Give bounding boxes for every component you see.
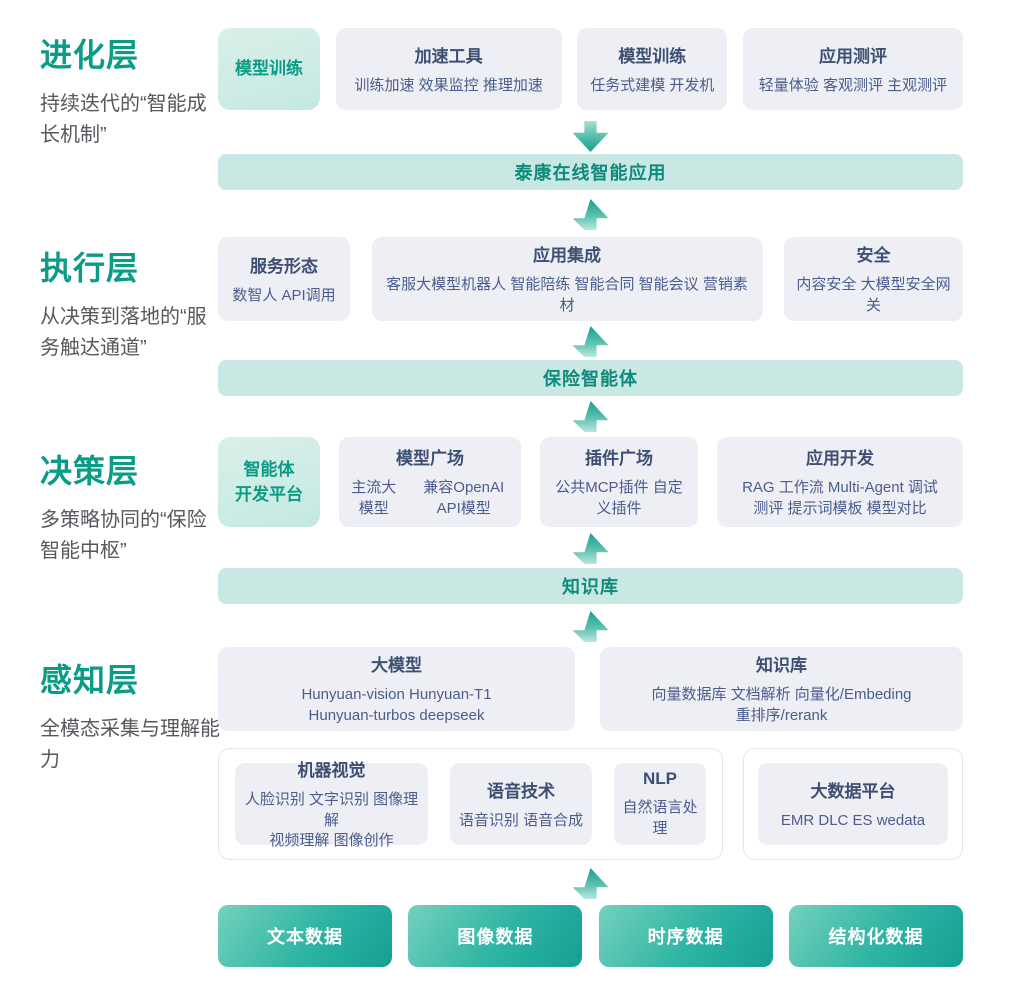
card-title: 大模型 — [371, 656, 422, 676]
card-items-line2: 测评 提示词模板 模型对比 — [753, 500, 927, 517]
card-app-integration: 应用集成 客服大模型机器人 智能陪练 智能合同 智能会议 营销素材 — [371, 237, 763, 321]
node-text-data: 文本数据 — [218, 905, 392, 967]
card-security: 安全 内容安全 大模型安全网关 — [784, 237, 963, 321]
node-image-data: 图像数据 — [408, 905, 583, 967]
card-items: 自然语言处理 — [622, 798, 698, 837]
diagram-flow: 模型训练 加速工具 训练加速 效果监控 推理加速 模型训练 任务式建模 开发机 … — [218, 0, 963, 967]
data-source-row: 文本数据 图像数据 时序数据 结构化数据 — [218, 905, 963, 967]
card-title: 服务形态 — [250, 256, 318, 276]
card-items: 客服大模型机器人 智能陪练 智能合同 智能会议 营销素材 — [386, 276, 748, 314]
card-items-line1: 向量数据库 文档解析 向量化/Embeding — [651, 686, 912, 704]
bar-insurance-agent: 保险智能体 — [218, 360, 963, 396]
card-title: 大数据平台 — [810, 781, 896, 801]
card-items: 内容安全 大模型安全网关 — [796, 276, 951, 314]
card-app-evaluation: 应用测评 轻量体验 客观测评 主观测评 — [742, 28, 963, 110]
card-title: 知识库 — [756, 656, 807, 676]
card-title: 模型训练 — [618, 46, 687, 66]
card-knowledge-base: 知识库 向量数据库 文档解析 向量化/Embeding 重排序/rerank — [600, 647, 963, 731]
card-items: 训练加速 效果监控 推理加速 — [354, 76, 543, 94]
bar-knowledge-base: 知识库 — [218, 568, 963, 604]
section-subtitle: 持续迭代的“智能成长机制” — [40, 93, 207, 146]
card-items-line2: Hunyuan-turbos deepseek — [308, 707, 485, 724]
card-nlp: NLP 自然语言处理 — [614, 763, 706, 845]
arrow-up-icon — [572, 533, 609, 564]
model-plaza-item: 兼容OpenAI API模型 — [423, 479, 505, 517]
card-items: 语音识别 语音合成 — [458, 811, 584, 829]
model-plaza-item: 主流大模型 — [351, 479, 397, 517]
section-title: 执行层 — [40, 250, 140, 286]
card-items-line1: Hunyuan-vision Hunyuan-T1 — [301, 686, 492, 704]
card-items: EMR DLC ES wedata — [780, 811, 926, 829]
execution-card-row: 服务形态 数智人 API调用 应用集成 客服大模型机器人 智能陪练 智能合同 智… — [218, 237, 963, 321]
card-large-models: 大模型 Hunyuan-vision Hunyuan-T1 Hunyuan-tu… — [218, 647, 575, 731]
section-title: 决策层 — [40, 453, 140, 489]
card-speech-tech: 语音技术 语音识别 语音合成 — [450, 763, 592, 845]
card-items: 任务式建模 开发机 — [590, 76, 715, 94]
card-plugin-plaza: 插件广场 公共MCP插件 自定义插件 — [540, 437, 698, 527]
card-agent-dev-platform-highlight: 智能体 开发平台 — [218, 437, 320, 527]
card-items-line1: 人脸识别 文字识别 图像理解 — [244, 790, 419, 829]
card-model-training: 模型训练 任务式建模 开发机 — [577, 28, 728, 110]
card-items: 轻量体验 客观测评 主观测评 — [758, 76, 948, 94]
perception-card-row: 大模型 Hunyuan-vision Hunyuan-T1 Hunyuan-tu… — [218, 647, 963, 731]
section-subtitle: 从决策到落地的“服务触达通道” — [40, 306, 207, 359]
bar-taikang-online-apps: 泰康在线智能应用 — [218, 154, 963, 190]
card-big-data-platform: 大数据平台 EMR DLC ES wedata — [758, 763, 948, 845]
section-title: 进化层 — [40, 37, 140, 73]
card-title: 安全 — [856, 246, 891, 266]
card-title: 模型广场 — [396, 449, 464, 469]
card-title: 插件广场 — [585, 449, 653, 469]
card-title: 机器视觉 — [297, 760, 366, 780]
arrow-down-icon — [572, 121, 609, 152]
section-subtitle: 多策略协同的“保险智能中枢” — [40, 509, 207, 562]
evolution-card-row: 模型训练 加速工具 训练加速 效果监控 推理加速 模型训练 任务式建模 开发机 … — [218, 28, 963, 110]
section-label-perception: 感知层 全模态采集与理解能力 — [40, 655, 220, 776]
card-model-training-highlight: 模型训练 — [218, 28, 320, 110]
card-items-line1: RAG 工作流 Multi-Agent 调试 — [742, 479, 938, 497]
capability-group: 机器视觉 人脸识别 文字识别 图像理解 视频理解 图像创作 语音技术 语音识别 … — [218, 748, 723, 860]
card-app-development: 应用开发 RAG 工作流 Multi-Agent 调试 测评 提示词模板 模型对… — [717, 437, 963, 527]
perception-group-row: 机器视觉 人脸识别 文字识别 图像理解 视频理解 图像创作 语音技术 语音识别 … — [218, 748, 963, 860]
arrow-up-icon — [572, 326, 609, 357]
card-title: 应用集成 — [533, 246, 601, 266]
card-title: 应用测评 — [818, 46, 887, 66]
arrow-up-icon — [572, 199, 609, 230]
node-structured-data: 结构化数据 — [788, 905, 963, 967]
card-title: 语音技术 — [487, 781, 555, 801]
card-model-plaza: 模型广场 主流大模型 兼容OpenAI API模型 — [339, 437, 521, 527]
section-title: 感知层 — [40, 662, 140, 698]
card-items: 公共MCP插件 自定义插件 — [555, 479, 683, 517]
card-acceleration-tools: 加速工具 训练加速 效果监控 推理加速 — [335, 28, 562, 110]
arrow-up-icon — [572, 611, 609, 642]
card-service-forms: 服务形态 数智人 API调用 — [218, 237, 350, 321]
card-items: 主流大模型 兼容OpenAI API模型 — [347, 478, 513, 519]
card-title: 加速工具 — [414, 46, 483, 66]
card-items-line2: 视频理解 图像创作 — [269, 832, 394, 850]
card-title: 应用开发 — [806, 449, 874, 469]
section-label-decision: 决策层 多策略协同的“保险智能中枢” — [40, 446, 220, 567]
section-subtitle: 全模态采集与理解能力 — [40, 718, 220, 771]
card-title: NLP — [643, 768, 677, 788]
arrow-up-icon — [572, 868, 609, 899]
card-items: 数智人 API调用 — [232, 286, 336, 304]
card-machine-vision: 机器视觉 人脸识别 文字识别 图像理解 视频理解 图像创作 — [235, 761, 428, 849]
big-data-group: 大数据平台 EMR DLC ES wedata — [743, 748, 963, 860]
arrow-up-icon — [572, 401, 609, 432]
decision-card-row: 智能体 开发平台 模型广场 主流大模型 兼容OpenAI API模型 插件广场 … — [218, 437, 963, 527]
section-label-execution: 执行层 从决策到落地的“服务触达通道” — [40, 243, 220, 364]
section-label-evolution: 进化层 持续迭代的“智能成长机制” — [40, 30, 220, 151]
card-items-line2: 重排序/rerank — [735, 707, 828, 724]
node-timeseries-data: 时序数据 — [598, 905, 773, 967]
